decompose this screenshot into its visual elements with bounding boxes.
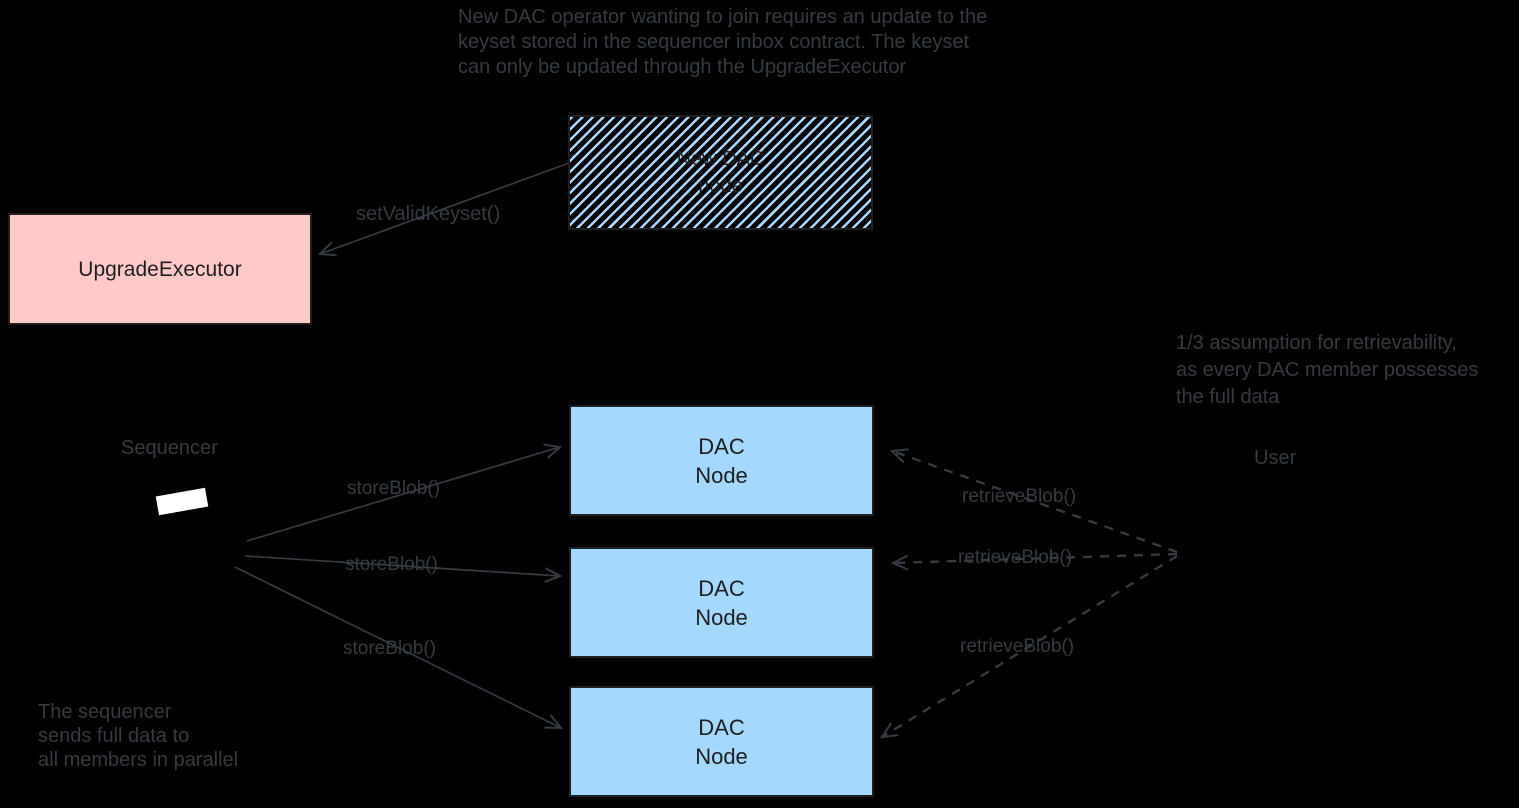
user-label: User (1254, 447, 1297, 469)
note-new-dac-operator: New DAC operator wanting to join require… (458, 6, 988, 78)
note-sequencer-parallel: The sequencer sends full data to all mem… (38, 701, 239, 771)
arrow-store-blob-2 (244, 555, 563, 583)
retrieve-blob-label-1: retrieveBlob() (962, 486, 1077, 507)
arrow-retrieve-blob-2 (890, 552, 1178, 571)
dac-node-box-2: DAC Node (569, 547, 874, 658)
retrieve-blob-label-3: retrieveBlob() (960, 636, 1075, 657)
dac-node-label: DAC Node (695, 575, 748, 630)
dac-node-label: DAC Node (695, 433, 748, 488)
new-dac-node-box: New DAC node (568, 115, 873, 230)
dac-node-box-3: DAC Node (569, 686, 874, 797)
dac-node-label: DAC Node (695, 714, 748, 769)
store-blob-label-1: storeBlob() (347, 478, 440, 499)
arrow-retrieve-blob-3 (879, 554, 1178, 739)
arrow-store-blob-3 (234, 566, 564, 730)
sequencer-label: Sequencer (121, 437, 218, 459)
dac-node-box-1: DAC Node (569, 405, 874, 516)
set-valid-keyset-label: setValidKeyset() (356, 203, 501, 225)
note-retrievability: 1/3 assumption for retrievability, as ev… (1176, 332, 1479, 408)
retrieve-blob-label-2: retrieveBlob() (958, 547, 1073, 568)
arrow-set-valid-keyset (317, 162, 570, 257)
arrow-store-blob-1 (246, 443, 563, 542)
store-blob-label-2: storeBlob() (345, 554, 438, 575)
upgrade-executor-label: UpgradeExecutor (78, 257, 242, 281)
upgrade-executor-box: UpgradeExecutor (8, 213, 312, 325)
store-blob-label-3: storeBlob() (343, 638, 436, 659)
new-dac-node-label: New DAC node (676, 147, 765, 197)
